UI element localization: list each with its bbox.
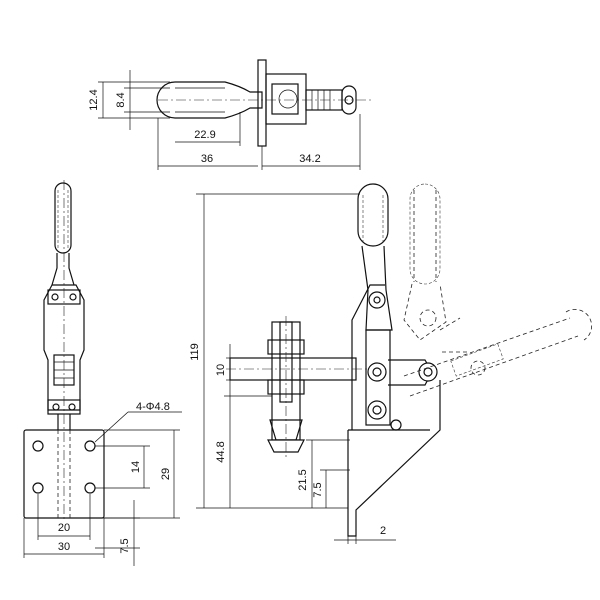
dim-29-label: 29 xyxy=(160,468,172,480)
dim-20-label: 20 xyxy=(58,522,70,534)
dim-119-label: 119 xyxy=(189,343,201,361)
hole-spec-label: 4-Φ4.8 xyxy=(136,401,170,413)
dim-44-8-label: 44.8 xyxy=(215,441,227,462)
dim-34-2-label: 34.2 xyxy=(299,153,320,165)
side-view: 119 10 44.8 21.5 7.5 2 xyxy=(189,183,593,544)
dim-10-label: 10 xyxy=(215,364,227,376)
top-view: 12.4 8.4 22.9 36 34.2 xyxy=(88,59,372,170)
dim-36-label: 36 xyxy=(201,153,213,165)
dim-22-9-label: 22.9 xyxy=(194,129,215,141)
dim-30-label: 30 xyxy=(58,541,70,553)
dim-7-5-side-label: 7.5 xyxy=(312,482,324,497)
dim-8-4-label: 8.4 xyxy=(115,92,127,107)
dim-14-label: 14 xyxy=(130,461,142,473)
dim-21-5-label: 21.5 xyxy=(297,469,309,490)
dim-12-4-label: 12.4 xyxy=(88,89,100,110)
dim-2-label: 2 xyxy=(380,525,386,537)
front-view: 4-Φ4.8 14 29 7.5 20 30 xyxy=(23,180,182,566)
dim-7-5-base-label: 7.5 xyxy=(119,538,131,553)
